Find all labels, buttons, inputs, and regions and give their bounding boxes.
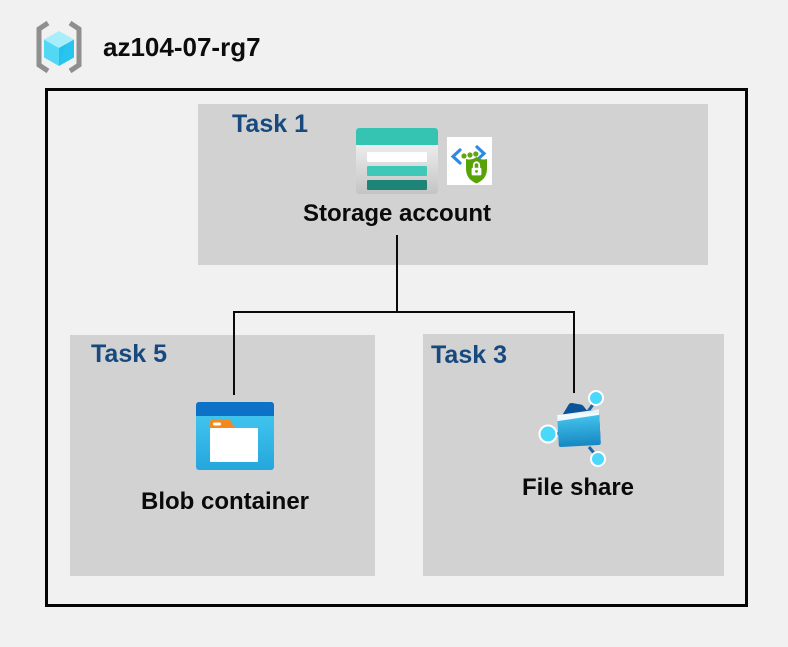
task5-label: Task 5 [91, 340, 167, 368]
storage-account-icon [356, 128, 438, 194]
task3-label: Task 3 [431, 341, 507, 369]
connector-storage-stem [396, 235, 398, 313]
resource-group-boundary [45, 88, 748, 607]
blob-container-icon [196, 402, 274, 470]
connector-to-file-share [573, 311, 575, 393]
resource-group-title: az104-07-rg7 [103, 31, 261, 62]
storage-account-label: Storage account [302, 200, 492, 227]
file-share-label: File share [521, 474, 635, 501]
connector-to-blob-container [233, 311, 235, 395]
file-share-icon [538, 390, 606, 467]
connector-branch [233, 311, 575, 313]
blob-container-label: Blob container [140, 488, 310, 515]
resource-group-icon [36, 20, 82, 74]
resource-group-header: az104-07-rg7 [30, 18, 261, 76]
task1-label: Task 1 [232, 110, 308, 138]
code-security-shield-icon [447, 137, 492, 185]
